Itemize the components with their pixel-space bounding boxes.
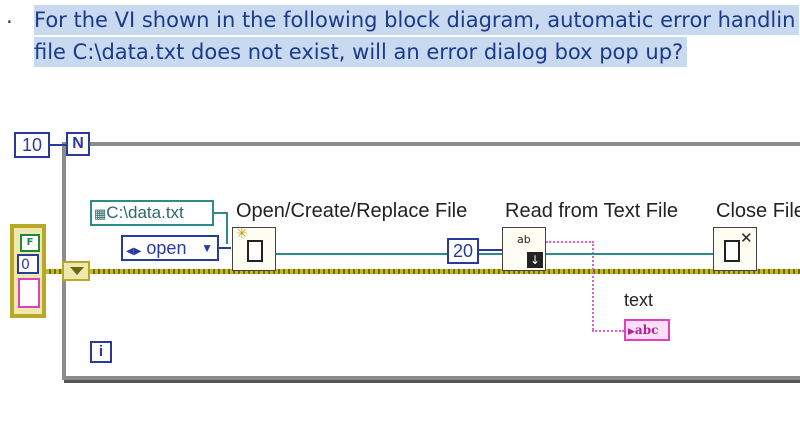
enum-arrows-icon: ◀▶ (126, 246, 142, 257)
sparkle-icon: ✳ (236, 226, 248, 242)
path-wire-vertical (226, 212, 228, 244)
error-wire-in (46, 269, 66, 274)
close-file-label: Close File (716, 200, 800, 222)
bytes-count-constant[interactable]: 20 (447, 238, 479, 264)
indicator-arrow-icon: ▶ (628, 327, 635, 337)
open-file-label: Open/Create/Replace File (236, 200, 468, 222)
document-icon (247, 240, 263, 262)
operation-wire (219, 247, 231, 249)
bytes-wire (479, 249, 502, 251)
error-status-boolean: F (20, 234, 40, 252)
path-value: C:\data.txt (106, 203, 184, 222)
for-loop-frame[interactable] (62, 142, 800, 380)
ref-wire-1 (276, 253, 502, 255)
shift-register-left (62, 261, 90, 281)
block-diagram: 10 N i F 0 ▦C:\data.txt ◀▶ open ▼ Open/C… (0, 120, 800, 400)
question-number: . (6, 4, 13, 28)
chevron-down-icon[interactable]: ▼ (201, 241, 213, 255)
error-code-numeric: 0 (17, 254, 39, 274)
iteration-terminal: i (90, 341, 112, 363)
open-file-node[interactable]: ✳ (232, 226, 276, 271)
text-glyph-icon: ab (517, 233, 531, 246)
error-cluster-constant[interactable]: F 0 (10, 224, 46, 318)
string-wire-vertical (592, 241, 594, 330)
count-terminal: N (66, 132, 90, 156)
operation-value: open (146, 238, 187, 258)
string-wire-to-indicator (592, 330, 624, 332)
error-source-string (18, 278, 40, 308)
read-file-node[interactable]: ab ↓ (502, 227, 546, 271)
path-icon: ▦ (94, 206, 107, 221)
path-wire (214, 212, 226, 214)
text-indicator[interactable]: ▶abc (624, 319, 670, 341)
read-file-label: Read from Text File (505, 200, 679, 222)
text-indicator-type: abc (634, 323, 659, 337)
text-indicator-label: text (624, 290, 654, 310)
loop-count-constant[interactable]: 10 (14, 132, 50, 158)
path-constant[interactable]: ▦C:\data.txt (90, 200, 214, 226)
close-document-icon (724, 240, 740, 262)
read-arrow-icon: ↓ (527, 252, 543, 268)
error-wire-main (90, 269, 800, 274)
question-line-2: file C:\data.txt does not exist, will an… (34, 37, 688, 67)
ref-wire-2 (546, 253, 714, 255)
operation-enum-constant[interactable]: ◀▶ open ▼ (121, 235, 219, 261)
close-file-node[interactable]: ✕ (713, 227, 757, 271)
question-line-1: For the VI shown in the following block … (34, 5, 800, 35)
close-x-icon: ✕ (740, 229, 753, 247)
loop-count-wire (50, 144, 66, 146)
string-wire-horizontal (546, 241, 594, 243)
